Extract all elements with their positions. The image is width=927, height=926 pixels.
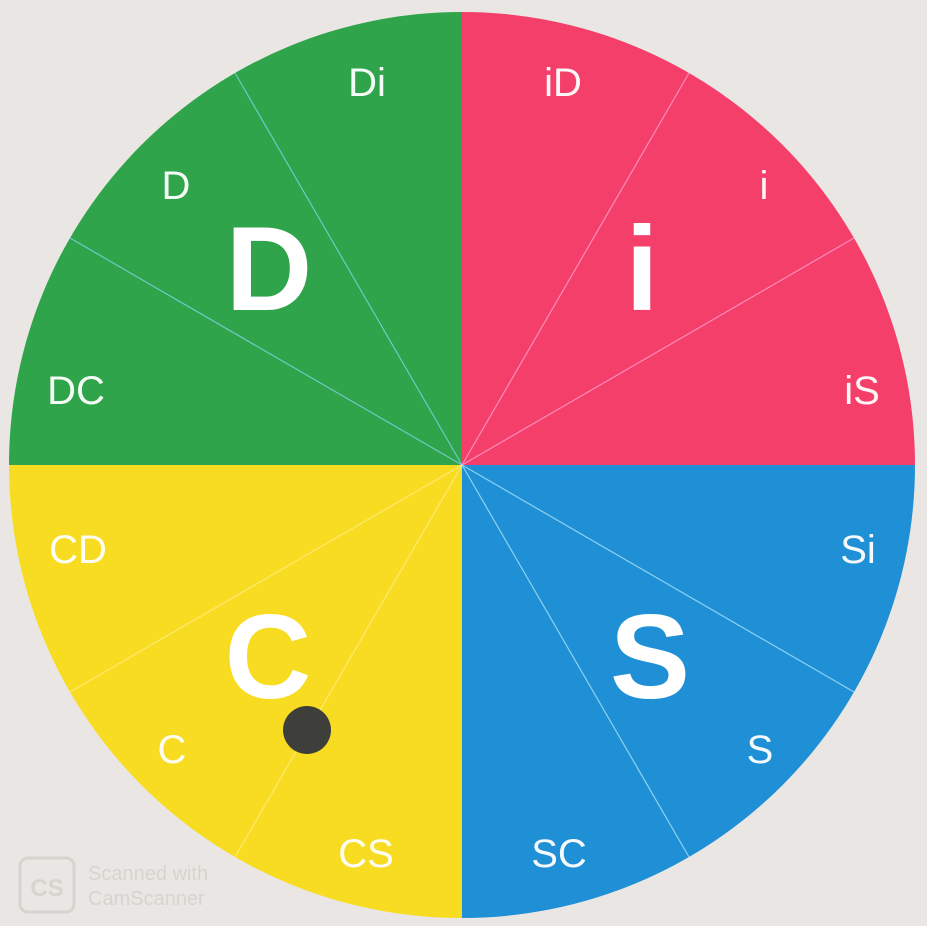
quadrant-i bbox=[462, 12, 915, 465]
segment-label-dc: DC bbox=[47, 369, 105, 413]
segment-label-is: iS bbox=[844, 369, 880, 413]
watermark-line-1: Scanned with bbox=[88, 863, 208, 885]
segment-label-i: i bbox=[760, 164, 769, 208]
segment-label-cs: CS bbox=[338, 832, 394, 876]
quadrant-c bbox=[9, 465, 462, 918]
divider-line bbox=[461, 72, 690, 466]
divider-line bbox=[234, 464, 463, 858]
segment-label-id: iD bbox=[544, 61, 582, 105]
segment-label-c: C bbox=[158, 728, 187, 772]
divider-line bbox=[69, 237, 463, 466]
segment-label-sc: SC bbox=[531, 832, 587, 876]
divider-line bbox=[234, 72, 463, 466]
divider-line bbox=[461, 464, 690, 858]
watermark-badge-icon bbox=[18, 856, 76, 914]
scanner-watermark: CS Scanned with CamScanner bbox=[18, 856, 208, 914]
quadrant-letter-d: D bbox=[226, 202, 313, 336]
quadrant-d bbox=[9, 12, 462, 465]
watermark-badge-text: CS bbox=[30, 875, 63, 902]
quadrant-s bbox=[462, 465, 915, 918]
divider-line bbox=[461, 464, 855, 693]
quadrant-letter-s: S bbox=[610, 590, 690, 724]
watermark-line-2: CamScanner bbox=[88, 888, 205, 910]
segment-label-di: Di bbox=[348, 61, 386, 105]
position-marker-dot bbox=[283, 706, 331, 754]
segment-label-cd: CD bbox=[49, 528, 107, 572]
divider-line bbox=[69, 464, 463, 693]
segment-label-s: S bbox=[747, 728, 774, 772]
quadrant-letter-c: C bbox=[225, 590, 312, 724]
segment-label-si: Si bbox=[840, 528, 876, 572]
segment-label-d: D bbox=[162, 164, 191, 208]
divider-line bbox=[461, 237, 855, 466]
quadrant-letter-i: i bbox=[625, 202, 658, 336]
